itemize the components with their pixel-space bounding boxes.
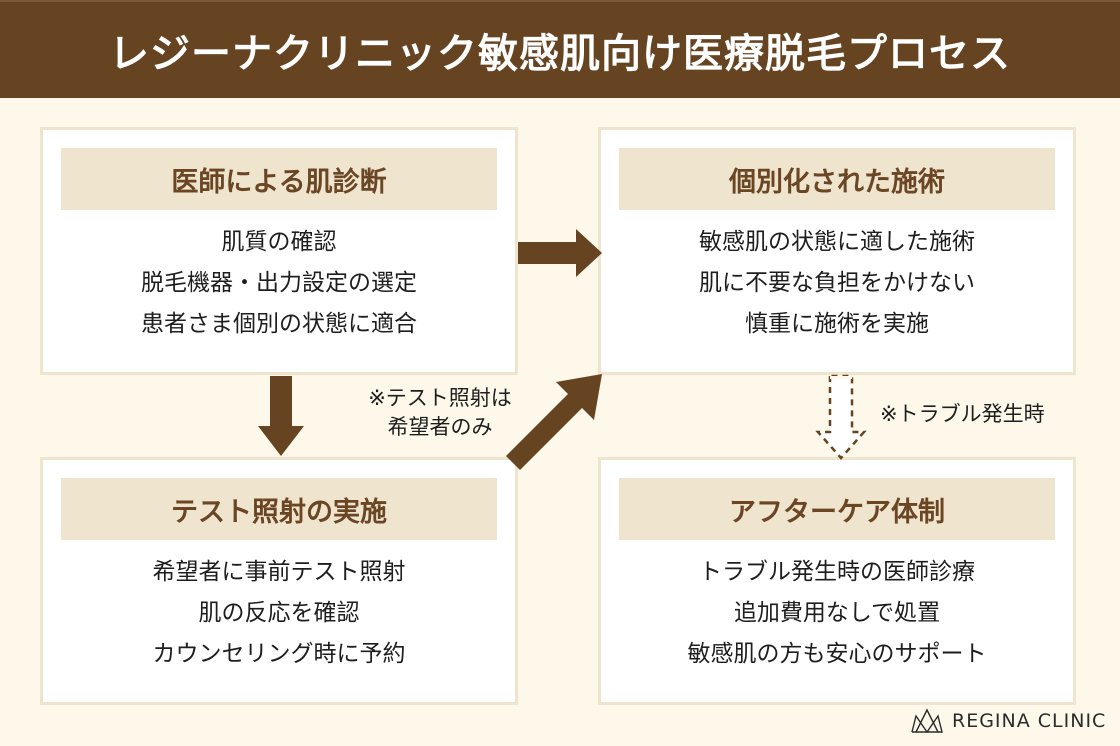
step-heading: 個別化された施術 — [729, 166, 945, 198]
step-heading-band: 個別化された施術 — [619, 148, 1055, 210]
step-body: 敏感肌の状態に適した施術 肌に不要な負担をかけない 慎重に施術を実施 — [601, 222, 1073, 345]
step-heading: 医師による肌診断 — [171, 166, 387, 198]
step-line: 希望者に事前テスト照射 — [152, 559, 406, 585]
step-line: 肌の反応を確認 — [198, 600, 360, 626]
step-line: カウンセリング時に予約 — [152, 641, 406, 667]
step-line: 肌質の確認 — [221, 229, 337, 255]
arrow-diagonal-icon — [506, 374, 602, 470]
step-line: 肌に不要な負担をかけない — [699, 270, 975, 296]
note-test-optional: ※テスト照射は 希望者のみ — [350, 384, 530, 442]
title-bar: レジーナクリニック敏感肌向け医療脱毛プロセス — [0, 0, 1120, 98]
step-heading: テスト照射の実施 — [171, 496, 387, 528]
step-heading: アフターケア体制 — [729, 496, 945, 528]
arrow-right-icon — [518, 229, 602, 277]
dashed-arrow-down-icon — [815, 374, 867, 460]
logo-text: REGINA CLINIC — [952, 710, 1107, 732]
step-body: 希望者に事前テスト照射 肌の反応を確認 カウンセリング時に予約 — [43, 552, 515, 675]
step-line: 追加費用なしで処置 — [733, 600, 941, 626]
step-box-doctor-diagnosis: 医師による肌診断 肌質の確認 脱毛機器・出力設定の選定 患者さま個別の状態に適合 — [40, 127, 518, 375]
step-body: 肌質の確認 脱毛機器・出力設定の選定 患者さま個別の状態に適合 — [43, 222, 515, 345]
crown-icon — [911, 708, 943, 734]
note-line: ※テスト照射は — [368, 386, 512, 410]
step-heading-band: テスト照射の実施 — [61, 478, 497, 540]
step-line: 患者さま個別の状態に適合 — [141, 311, 417, 337]
step-body: トラブル発生時の医師診療 追加費用なしで処置 敏感肌の方も安心のサポート — [601, 552, 1073, 675]
step-line: 敏感肌の方も安心のサポート — [687, 641, 987, 667]
step-line: 脱毛機器・出力設定の選定 — [141, 270, 417, 296]
note-line: 希望者のみ — [387, 415, 493, 439]
page-title: レジーナクリニック敏感肌向け医療脱毛プロセス — [109, 31, 1011, 77]
step-line: 慎重に施術を実施 — [745, 311, 929, 337]
step-box-test-irradiation: テスト照射の実施 希望者に事前テスト照射 肌の反応を確認 カウンセリング時に予約 — [40, 457, 518, 705]
step-heading-band: アフターケア体制 — [619, 478, 1055, 540]
step-line: トラブル発生時の医師診療 — [699, 559, 975, 585]
note-on-trouble: ※トラブル発生時 — [880, 402, 1045, 426]
arrow-down-icon — [258, 376, 304, 456]
step-box-individual-treatment: 個別化された施術 敏感肌の状態に適した施術 肌に不要な負担をかけない 慎重に施術… — [598, 127, 1076, 375]
step-heading-band: 医師による肌診断 — [61, 148, 497, 210]
clinic-logo: REGINA CLINIC — [910, 708, 1106, 734]
step-line: 敏感肌の状態に適した施術 — [699, 229, 975, 255]
step-box-aftercare: アフターケア体制 トラブル発生時の医師診療 追加費用なしで処置 敏感肌の方も安心… — [598, 457, 1076, 705]
